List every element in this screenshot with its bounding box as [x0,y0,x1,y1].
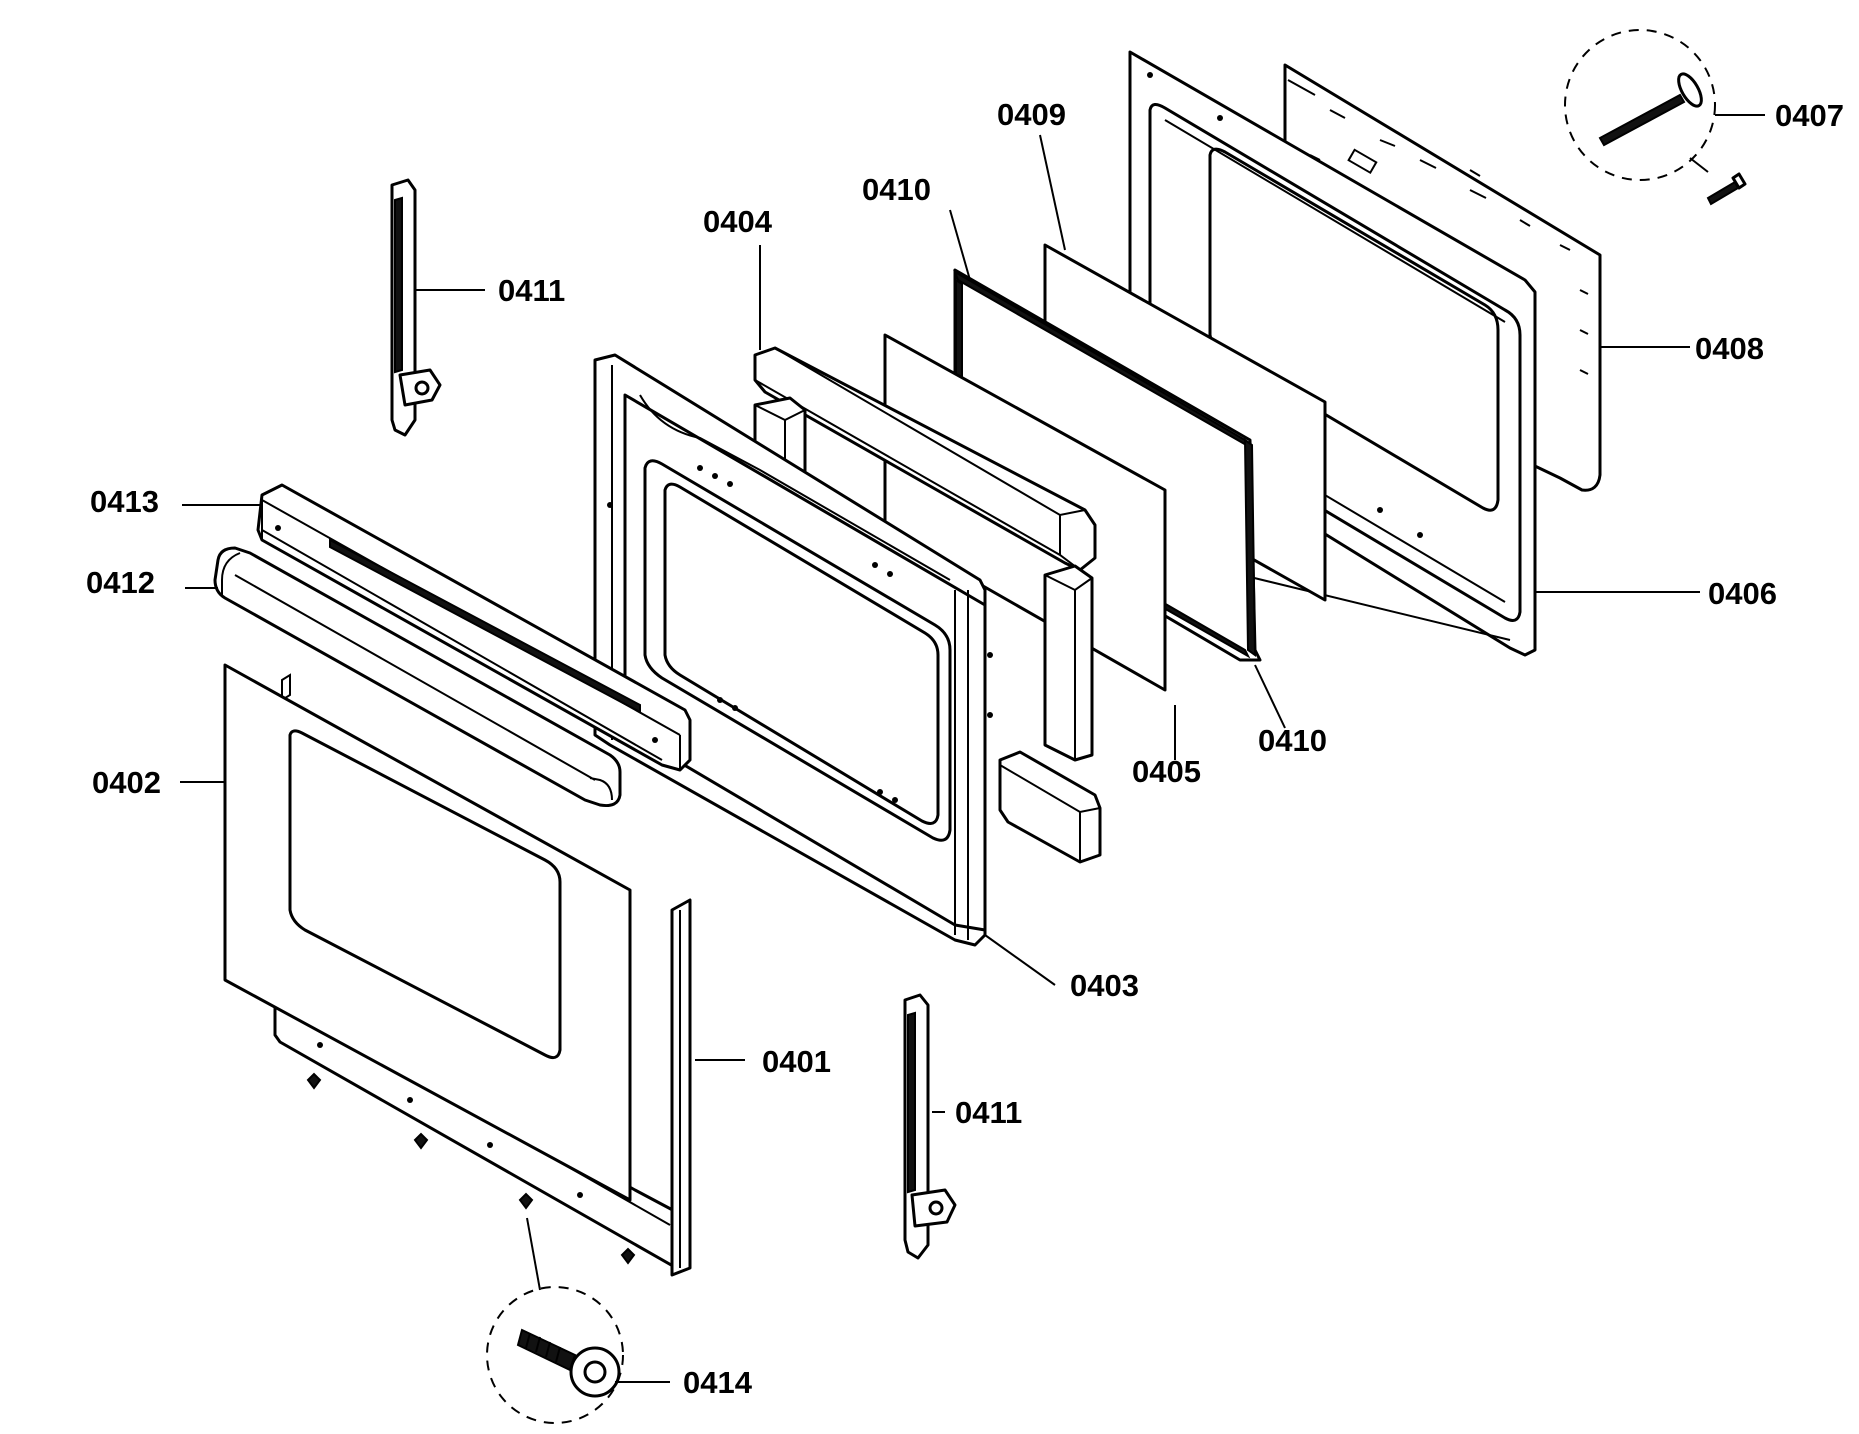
bottom-screws [306,1072,636,1265]
label-0413: 0413 [90,484,159,519]
label-0406: 0406 [1708,576,1777,611]
part-handle [213,546,622,807]
part-screw-0407 [1564,29,1747,206]
label-0409: 0409 [997,97,1066,132]
part-hinge-bottom [903,993,957,1260]
part-rear-frame [1128,50,1537,657]
part-labels: 0402 0401 0403 0404 0405 0406 0407 0408 … [86,97,1844,1400]
label-0404: 0404 [703,204,773,239]
part-door-glass-panel [223,663,632,1202]
label-0407: 0407 [1775,98,1844,133]
part-hinge-top [390,178,442,437]
part-top-trim [256,483,692,772]
label-0411-bottom: 0411 [955,1095,1022,1130]
label-0401: 0401 [762,1044,831,1079]
part-inner-door-frame [593,353,993,947]
part-screw-0414 [486,1217,624,1424]
label-0405: 0405 [1132,754,1201,789]
label-0403: 0403 [1070,968,1139,1003]
label-0402: 0402 [92,765,161,800]
label-0408: 0408 [1695,331,1764,366]
label-0410-bottom: 0410 [1258,723,1327,758]
label-0414: 0414 [683,1365,753,1400]
label-0412: 0412 [86,565,155,600]
label-0411-top: 0411 [498,273,565,308]
leader-lines [180,114,1765,1383]
label-0410-top: 0410 [862,172,931,207]
